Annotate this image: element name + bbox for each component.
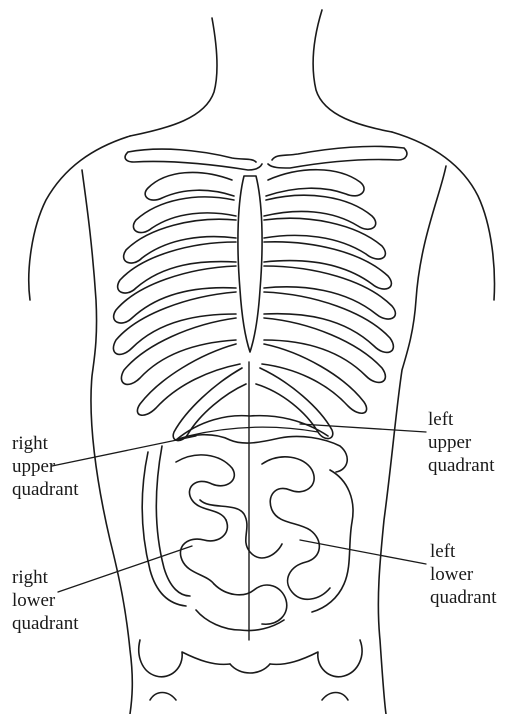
label-right-upper-quadrant: right upper quadrant — [12, 432, 78, 501]
label-line: upper — [428, 431, 494, 454]
label-line: right — [12, 566, 78, 589]
neck-right-outline — [313, 10, 392, 132]
label-line: left — [428, 408, 494, 431]
label-right-lower-quadrant: right lower quadrant — [12, 566, 78, 635]
neck-left-outline — [130, 18, 217, 136]
label-line: right — [12, 432, 78, 455]
clavicle-left — [125, 149, 262, 170]
label-line: lower — [430, 563, 496, 586]
sacrum — [230, 664, 270, 673]
label-left-upper-quadrant: left upper quadrant — [428, 408, 494, 477]
ribs-right — [256, 170, 395, 439]
label-line: left — [430, 540, 496, 563]
label-line: quadrant — [430, 586, 496, 609]
clavicle-right — [268, 146, 407, 168]
label-line: quadrant — [428, 454, 494, 477]
label-line: quadrant — [12, 612, 78, 635]
pelvis-left — [139, 640, 230, 700]
ascending-colon — [142, 446, 190, 606]
label-line: quadrant — [12, 478, 78, 501]
small-intestine-coils — [176, 435, 353, 631]
label-line: upper — [12, 455, 78, 478]
pelvis-right — [270, 640, 362, 700]
label-left-lower-quadrant: left lower quadrant — [430, 540, 496, 609]
ribs-left — [113, 172, 246, 440]
sternum — [238, 176, 262, 352]
label-line: lower — [12, 589, 78, 612]
